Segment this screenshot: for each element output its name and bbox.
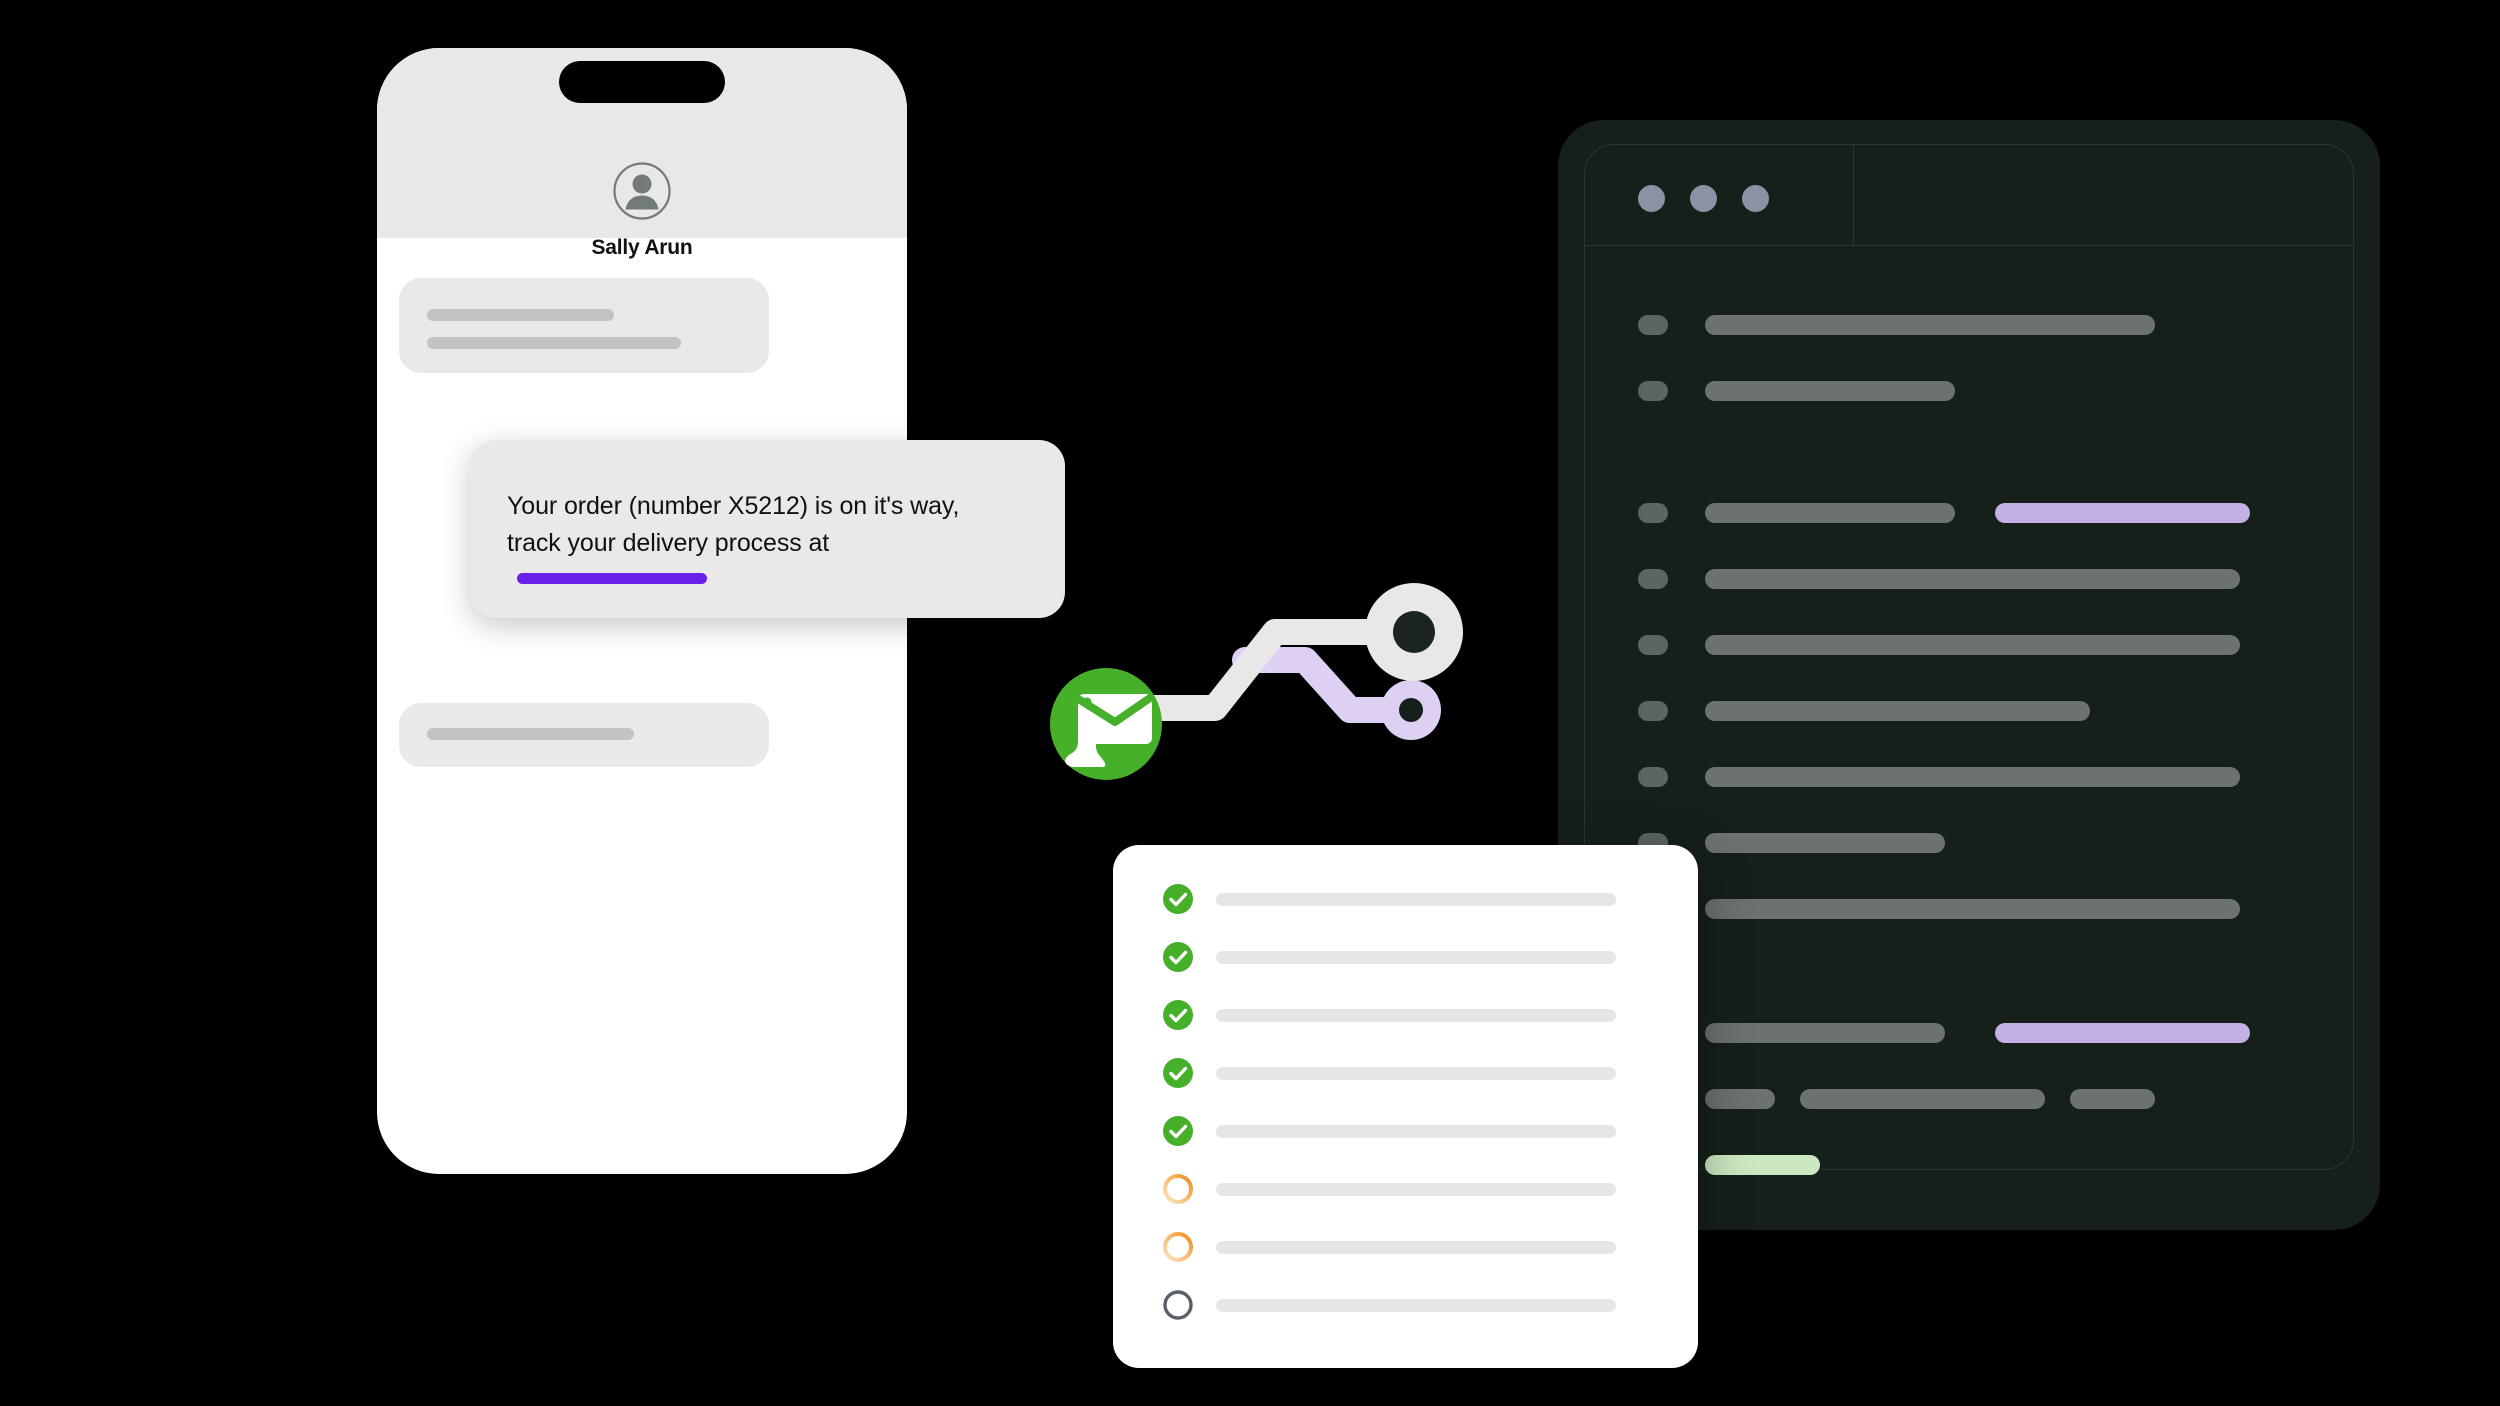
order-message-copy: Your order (number X5212) is on it's way… xyxy=(507,492,960,557)
editor-text-bar xyxy=(1995,503,2250,523)
message-bubble-placeholder-2[interactable] xyxy=(399,703,769,767)
maximize-dot-icon[interactable] xyxy=(1742,185,1769,212)
contact-name: Sally Arun xyxy=(591,236,693,259)
checklist-card[interactable] xyxy=(1113,845,1698,1368)
dynamic-island-notch xyxy=(559,61,725,103)
connector-group xyxy=(1127,583,1463,740)
editor-row xyxy=(1585,1089,2353,1122)
editor-row xyxy=(1585,1155,2353,1188)
code-editor-frame xyxy=(1584,144,2354,1175)
editor-row xyxy=(1585,701,2353,734)
placeholder-line xyxy=(427,337,681,349)
checklist-item[interactable] xyxy=(1161,1172,1651,1206)
editor-row xyxy=(1585,899,2353,932)
order-message-text: Your order (number X5212) is on it's way… xyxy=(507,488,987,599)
checklist-item-label-placeholder xyxy=(1216,1299,1616,1312)
check-circle-icon[interactable] xyxy=(1161,882,1195,916)
checklist-item-label-placeholder xyxy=(1216,1125,1616,1138)
check-circle-icon[interactable] xyxy=(1161,1114,1195,1148)
editor-row xyxy=(1585,767,2353,800)
editor-row xyxy=(1585,381,2353,414)
editor-row xyxy=(1585,503,2353,536)
checklist-item-label-placeholder xyxy=(1216,1067,1616,1080)
placeholder-line xyxy=(427,728,634,740)
editor-text-bar xyxy=(1705,569,2240,589)
editor-row xyxy=(1585,469,2353,502)
checklist-item[interactable] xyxy=(1161,1230,1651,1264)
placeholder-line xyxy=(427,309,614,321)
editor-text-bar xyxy=(1705,833,1945,853)
editor-gutter-pill xyxy=(1638,569,1668,589)
check-circle-icon[interactable] xyxy=(1161,998,1195,1032)
editor-text-bar xyxy=(1705,1155,1820,1175)
checklist-item[interactable] xyxy=(1161,998,1651,1032)
order-message-bubble[interactable]: Your order (number X5212) is on it's way… xyxy=(470,440,1065,618)
checklist-item-label-placeholder xyxy=(1216,1183,1616,1196)
editor-text-bar xyxy=(1705,503,1955,523)
editor-gutter-pill xyxy=(1638,315,1668,335)
editor-text-bar xyxy=(1705,899,2240,919)
editor-row xyxy=(1585,1023,2353,1056)
editor-titlebar xyxy=(1585,145,2353,246)
checklist-item-label-placeholder xyxy=(1216,951,1616,964)
editor-gutter-pill xyxy=(1638,701,1668,721)
progress-ring-icon[interactable] xyxy=(1161,1172,1195,1206)
checklist-item-label-placeholder xyxy=(1216,893,1616,906)
purple-donut-node xyxy=(1381,680,1441,740)
progress-ring-icon[interactable] xyxy=(1161,1230,1195,1264)
close-dot-icon[interactable] xyxy=(1638,185,1665,212)
editor-gutter-pill xyxy=(1638,381,1668,401)
checklist-item[interactable] xyxy=(1161,1288,1651,1322)
phone-header: Sally Arun xyxy=(377,48,907,259)
check-circle-icon[interactable] xyxy=(1161,940,1195,974)
editor-gutter-pill xyxy=(1638,767,1668,787)
checklist-item[interactable] xyxy=(1161,1114,1651,1148)
checklist-item-label-placeholder xyxy=(1216,1009,1616,1022)
editor-row xyxy=(1585,635,2353,668)
editor-text-bar xyxy=(2070,1089,2155,1109)
primary-connector-line xyxy=(1127,619,1428,721)
checklist-item[interactable] xyxy=(1161,940,1651,974)
editor-row xyxy=(1585,989,2353,1022)
editor-gutter-pill xyxy=(1638,635,1668,655)
minimize-dot-icon[interactable] xyxy=(1690,185,1717,212)
editor-text-bar xyxy=(1705,1023,1945,1043)
editor-text-bar xyxy=(1705,1089,1775,1109)
editor-text-bar xyxy=(1705,767,2240,787)
editor-text-bar xyxy=(1705,315,2155,335)
editor-text-bar xyxy=(1705,701,2090,721)
checklist-item-label-placeholder xyxy=(1216,1241,1616,1254)
secondary-connector-line xyxy=(1232,647,1423,723)
mailchimp-envelope-icon[interactable] xyxy=(1022,640,1190,808)
checklist-item[interactable] xyxy=(1161,1056,1651,1090)
titlebar-divider xyxy=(1853,145,1854,245)
editor-text-bar xyxy=(1995,1023,2250,1043)
editor-row xyxy=(1585,569,2353,602)
checklist-item[interactable] xyxy=(1161,882,1651,916)
gray-donut-node xyxy=(1365,583,1463,681)
person-avatar-icon[interactable] xyxy=(613,162,671,220)
check-circle-icon[interactable] xyxy=(1161,1056,1195,1090)
empty-ring-icon[interactable] xyxy=(1161,1288,1195,1322)
editor-row xyxy=(1585,315,2353,348)
editor-text-bar xyxy=(1705,635,2240,655)
editor-gutter-pill xyxy=(1638,503,1668,523)
tracking-link-placeholder[interactable] xyxy=(517,572,707,584)
editor-text-bar xyxy=(1800,1089,2045,1109)
message-bubble-placeholder-1[interactable] xyxy=(399,278,769,373)
editor-row xyxy=(1585,833,2353,866)
editor-text-bar xyxy=(1705,381,1955,401)
